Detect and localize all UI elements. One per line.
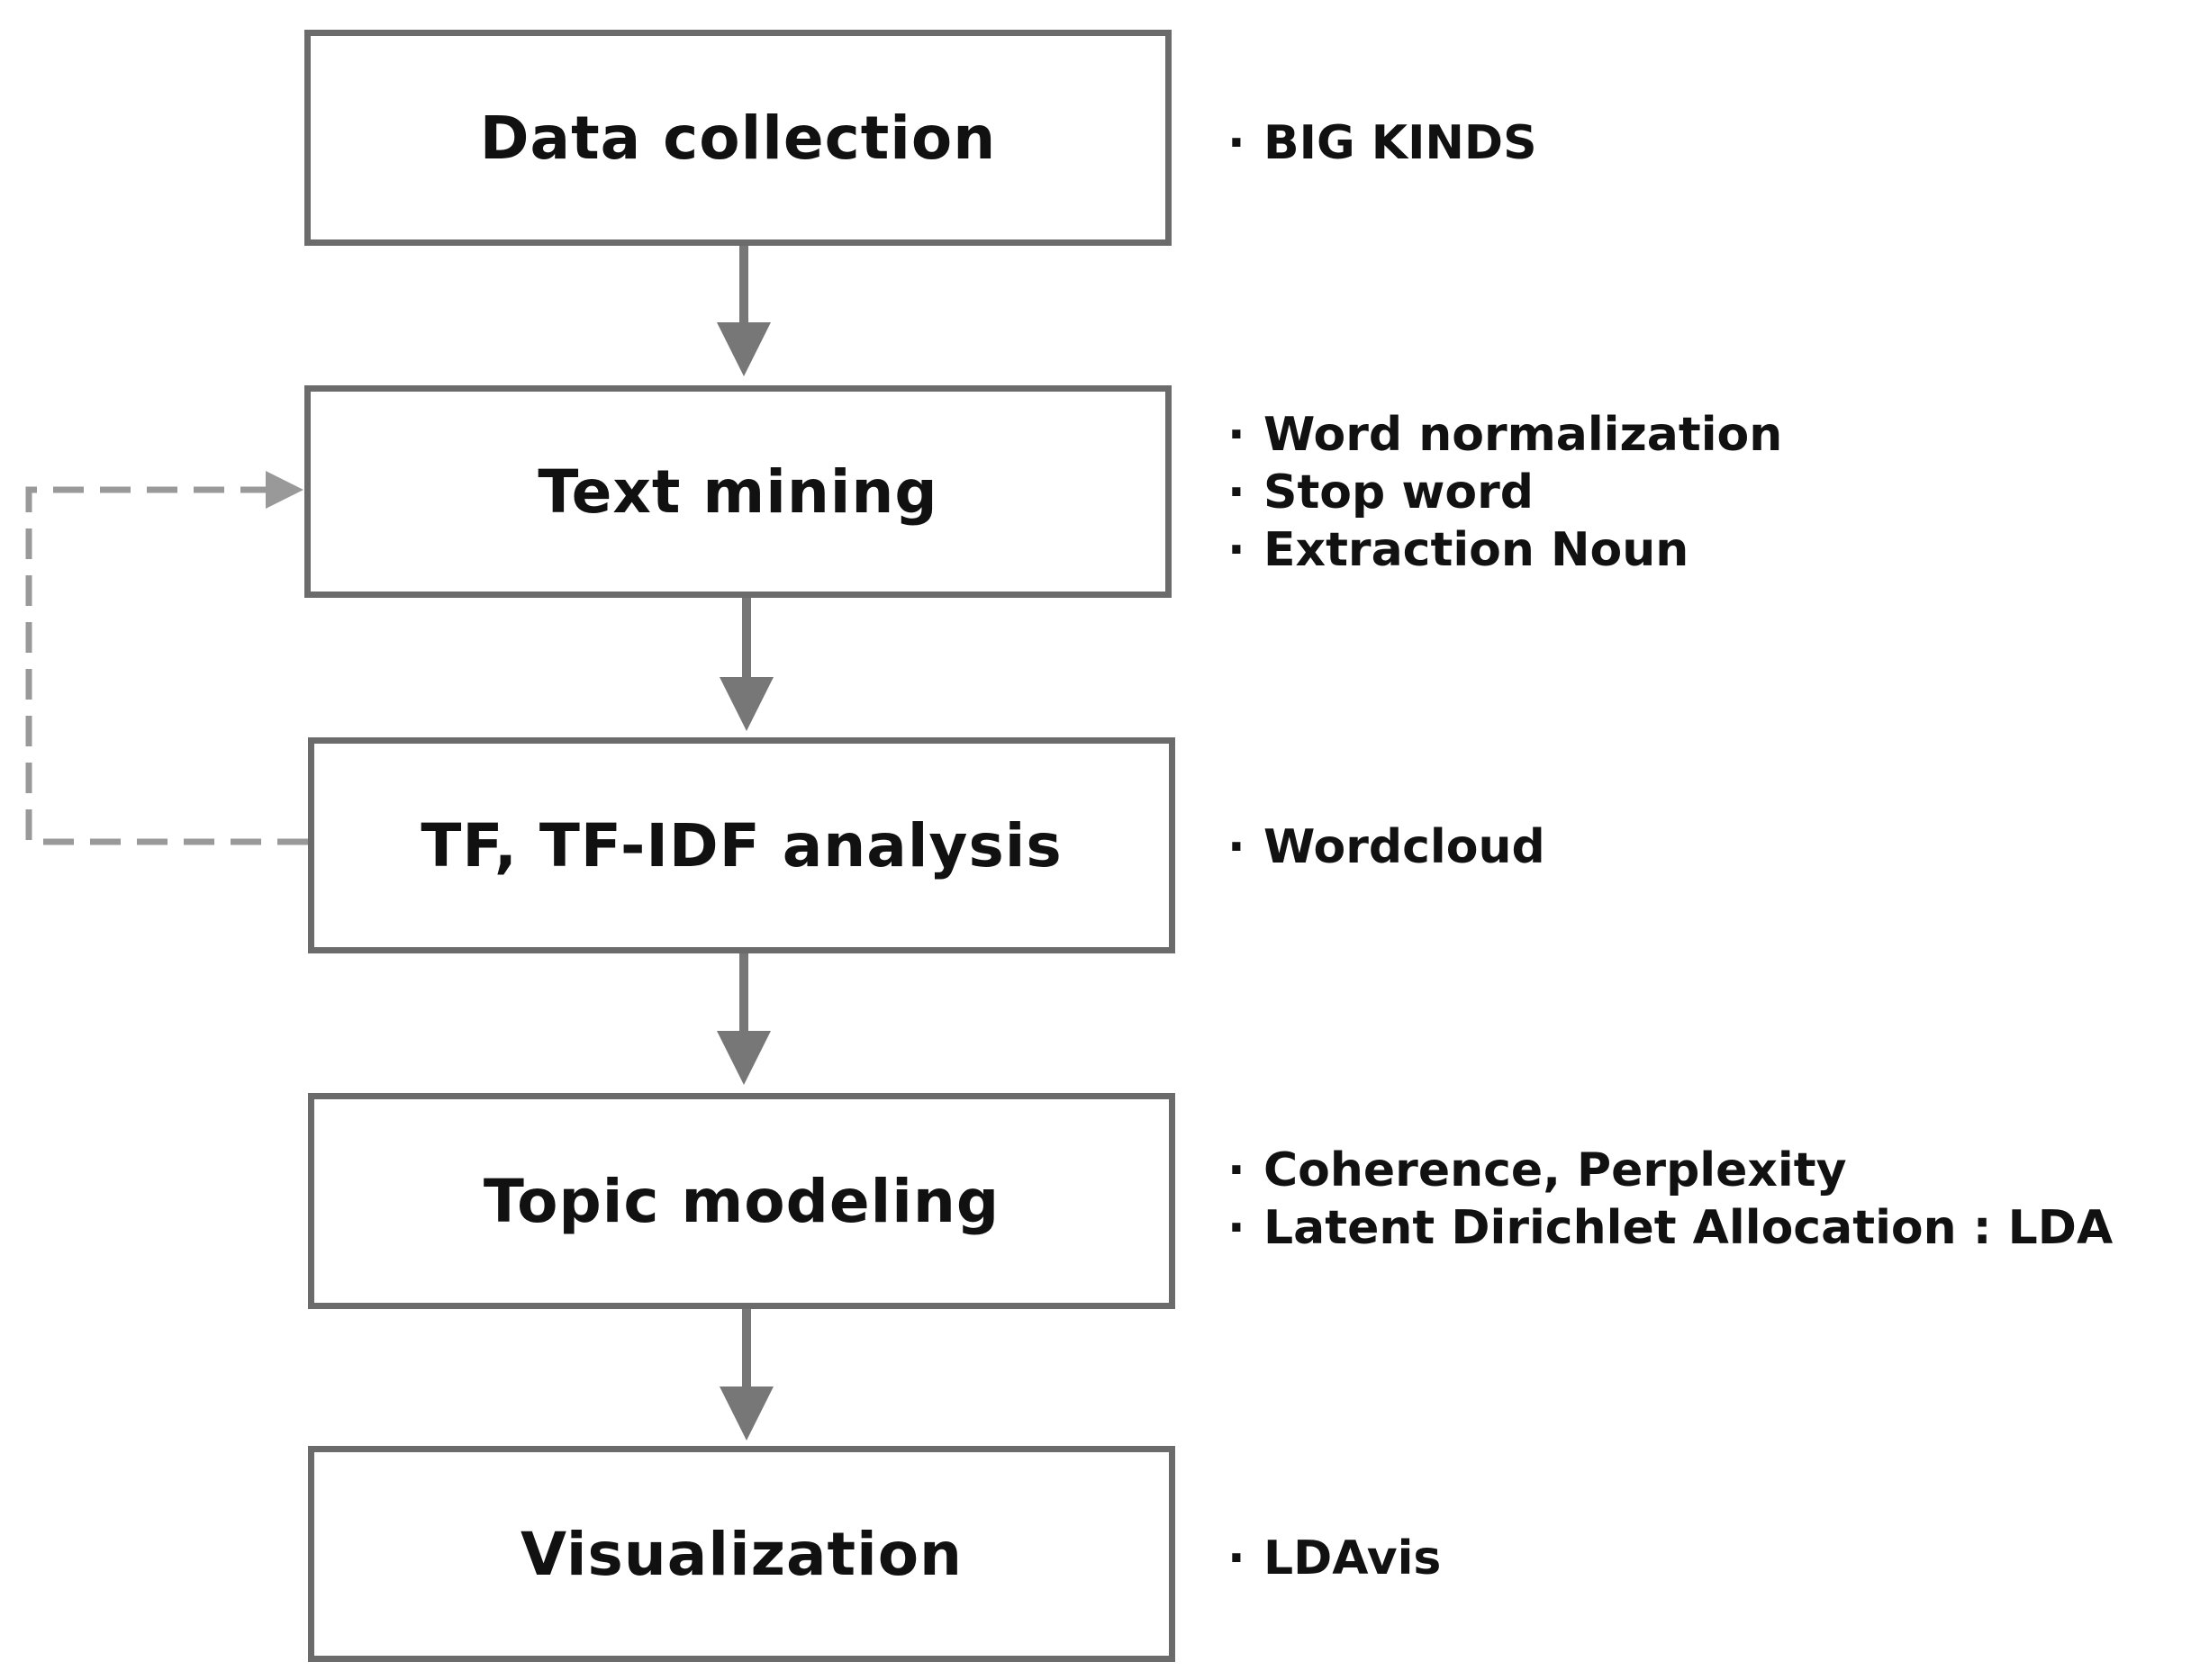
step-label: Visualization (520, 1519, 964, 1589)
note-item: ·Stop word (1227, 465, 1534, 519)
notes-visualization: ·LDAvis (1227, 1530, 1441, 1587)
note-item: ·LDAvis (1227, 1531, 1442, 1585)
step-label: Data collection (479, 103, 997, 173)
bullet: · (1227, 523, 1245, 577)
bullet: · (1227, 465, 1245, 519)
bullet: · (1227, 1531, 1245, 1585)
feedback-arrow (25, 471, 308, 845)
bullet: · (1227, 1143, 1245, 1197)
step-box-visualization: Visualization (308, 1446, 1175, 1662)
notes-text-mining: ·Word normalization ·Stop word ·Extracti… (1227, 406, 1782, 579)
notes-data-collection: ·BIG KINDS (1227, 114, 1537, 172)
notes-topic-modeling: ·Coherence, Perplexity ·Latent Dirichlet… (1227, 1142, 2113, 1257)
step-box-tf-idf-analysis: TF, TF-IDF analysis (308, 737, 1175, 953)
step-box-text-mining: Text mining (304, 385, 1172, 598)
step-label: Topic modeling (483, 1166, 1000, 1236)
note-item: ·Extraction Noun (1227, 523, 1689, 577)
note-item: ·Coherence, Perplexity (1227, 1143, 1847, 1197)
bullet: · (1227, 1201, 1245, 1255)
step-label: TF, TF-IDF analysis (421, 810, 1063, 881)
note-item: ·Latent Dirichlet Allocation : LDA (1227, 1201, 2114, 1255)
step-label: Text mining (538, 456, 938, 527)
note-item: ·Word normalization (1227, 408, 1783, 462)
step-box-data-collection: Data collection (304, 30, 1172, 246)
note-item: ·BIG KINDS (1227, 116, 1537, 170)
bullet: · (1227, 820, 1245, 874)
notes-tf-idf-analysis: ·Wordcloud (1227, 818, 1545, 876)
bullet: · (1227, 116, 1245, 170)
note-item: ·Wordcloud (1227, 820, 1545, 874)
bullet: · (1227, 408, 1245, 462)
step-box-topic-modeling: Topic modeling (308, 1093, 1175, 1309)
